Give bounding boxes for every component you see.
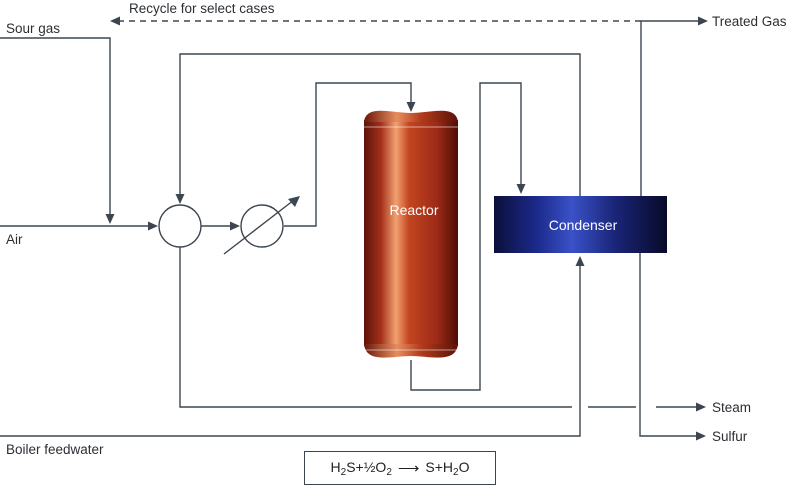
- steam-label: Steam: [712, 400, 751, 415]
- reaction-arrow-icon: ⟶: [397, 460, 420, 477]
- treated-gas-label: Treated Gas: [712, 14, 787, 29]
- reactor-vessel: [364, 110, 458, 358]
- air-arrow-icon: [148, 221, 158, 231]
- sour-gas-label: Sour gas: [6, 21, 60, 36]
- reaction-equation: H2S+½O2 ⟶ S+H2O: [304, 451, 496, 485]
- condenser-unit: [494, 196, 667, 253]
- reactor-label: Reactor: [389, 202, 438, 218]
- treated-gas-line: [640, 20, 700, 196]
- equation-lhs: H2S+½O2: [330, 458, 392, 478]
- recycle-label: Recycle for select cases: [129, 1, 275, 16]
- mixer-icon: [158, 204, 202, 248]
- boiler-feedwater-line: [0, 264, 581, 437]
- heater-reactor-arrow-icon: [406, 102, 416, 112]
- air-label: Air: [6, 232, 23, 247]
- heat-exchanger-icon: [223, 196, 300, 255]
- boiler-feedwater-label: Boiler feedwater: [6, 442, 104, 457]
- boiler-feedwater-arrow-icon: [575, 256, 585, 266]
- equation-rhs: S+H2O: [425, 458, 470, 478]
- sulfur-arrow-icon: [696, 431, 706, 441]
- reactor-condenser-arrow-icon: [516, 184, 526, 194]
- loop-arrow-icon: [175, 194, 185, 204]
- sulfur-line: [639, 252, 698, 437]
- mixer-heater-arrow-icon: [230, 221, 240, 231]
- loop-line: [179, 53, 581, 196]
- sour-gas-arrow-icon: [105, 214, 115, 224]
- steam-arrow-icon: [696, 402, 706, 412]
- steam-line: [179, 247, 572, 408]
- sour-gas-line: [0, 37, 111, 216]
- condenser-label: Condenser: [549, 217, 618, 233]
- heater-reactor-line: [284, 82, 412, 227]
- sulfur-label: Sulfur: [712, 429, 748, 444]
- reactor-condenser-line: [410, 82, 522, 391]
- recycle-arrow-icon: [110, 16, 120, 26]
- treated-gas-arrow-icon: [698, 16, 708, 26]
